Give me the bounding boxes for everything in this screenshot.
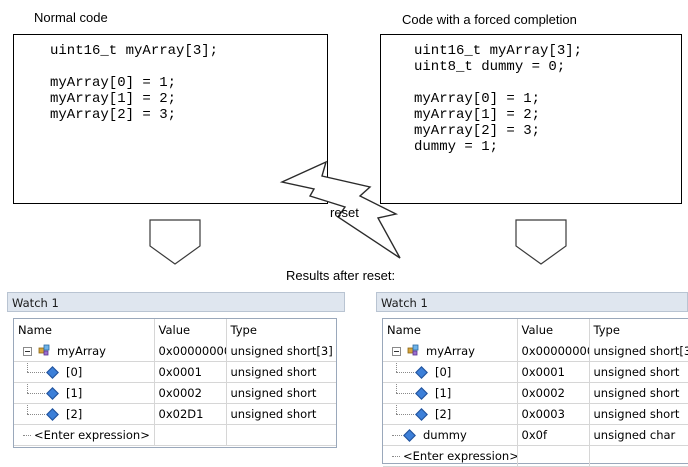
lightning-bolt-icon: [279, 160, 401, 259]
right-heading: Code with a forced completion: [402, 12, 577, 27]
column-header-name[interactable]: Name: [387, 323, 421, 337]
table-row[interactable]: <Enter expression>: [14, 424, 336, 446]
table-row[interactable]: [0] 0x0001 unsigned short: [14, 361, 336, 383]
watch-table: Name Value Type myArray 0x00000000 unsig…: [14, 319, 336, 446]
table-row[interactable]: [1] 0x0002 unsigned short: [14, 382, 336, 404]
watch-value[interactable]: 0x02D1: [153, 403, 226, 425]
watch-type: unsigned short: [225, 361, 336, 383]
column-header-type[interactable]: Type: [588, 319, 688, 341]
table-row[interactable]: myArray 0x00000000 unsigned short[3]: [383, 341, 688, 362]
watch-title-bar: Watch 1: [7, 292, 345, 312]
code-line: myArray[2] = 3;: [50, 107, 177, 123]
code-line: dummy = 1;: [414, 139, 499, 155]
watch-name: [2]: [66, 407, 83, 421]
column-header-value[interactable]: Value: [516, 319, 589, 341]
header-row: Name Value Type: [14, 319, 336, 341]
watch-type: unsigned short: [588, 403, 688, 425]
left-watch-window: Watch 1 Name Value Type myArray: [7, 292, 345, 448]
right-down-arrow-icon: [515, 219, 567, 265]
code-line: myArray[0] = 1;: [50, 75, 177, 91]
watch-name: myArray: [57, 344, 106, 358]
watch-name: [1]: [66, 386, 83, 400]
variable-diamond-icon: [415, 408, 428, 421]
watch-type: unsigned short: [225, 403, 336, 425]
watch-value[interactable]: 0x00000000: [516, 341, 589, 362]
variable-diamond-icon: [46, 366, 59, 379]
watch-value[interactable]: 0x0003: [516, 403, 589, 425]
collapse-toggle-icon[interactable]: [23, 347, 32, 356]
watch-value[interactable]: 0x0f: [516, 424, 589, 446]
table-row[interactable]: [0] 0x0001 unsigned short: [383, 361, 688, 383]
code-line: myArray[1] = 2;: [50, 91, 177, 107]
variable-diamond-icon: [415, 366, 428, 379]
watch-type: unsigned char: [588, 424, 688, 446]
code-line: myArray[0] = 1;: [414, 91, 541, 107]
watch-name: dummy: [423, 428, 467, 442]
watch-value[interactable]: 0x0001: [153, 361, 226, 383]
collapse-toggle-icon[interactable]: [392, 347, 401, 356]
watch-pane: Name Value Type myArray 0x00000000 unsig…: [13, 318, 337, 448]
left-down-arrow-icon: [149, 219, 201, 265]
watch-value[interactable]: 0x0002: [153, 382, 226, 404]
watch-value[interactable]: [153, 424, 226, 446]
right-watch-window: Watch 1 Name Value Type myArray: [376, 292, 688, 467]
header-row: Name Value Type: [383, 319, 688, 341]
right-code-box: uint16_t myArray[3]; uint8_t dummy = 0; …: [380, 34, 682, 204]
code-line: uint8_t dummy = 0;: [414, 59, 566, 75]
watch-name: [2]: [435, 407, 452, 421]
column-header-type[interactable]: Type: [225, 319, 336, 341]
watch-title-bar: Watch 1: [376, 292, 688, 312]
watch-type: [588, 445, 688, 467]
table-row[interactable]: myArray 0x00000000 unsigned short[3]: [14, 341, 336, 362]
reset-label: reset: [330, 205, 359, 220]
watch-name: myArray: [426, 344, 475, 358]
watch-type: unsigned short[3]: [225, 341, 336, 362]
watch-type: [225, 424, 336, 446]
watch-type: unsigned short: [588, 361, 688, 383]
watch-type: unsigned short: [588, 382, 688, 404]
watch-type: unsigned short: [225, 382, 336, 404]
table-row[interactable]: [1] 0x0002 unsigned short: [383, 382, 688, 404]
code-line: uint16_t myArray[3];: [414, 43, 583, 59]
watch-value[interactable]: 0x0002: [516, 382, 589, 404]
variable-diamond-icon: [403, 429, 416, 442]
table-row[interactable]: [2] 0x02D1 unsigned short: [14, 403, 336, 425]
table-row[interactable]: dummy 0x0f unsigned char: [383, 424, 688, 446]
watch-pane: Name Value Type myArray 0x00000000 unsig…: [382, 318, 688, 467]
variable-diamond-icon: [46, 387, 59, 400]
table-row[interactable]: <Enter expression>: [383, 445, 688, 467]
left-code-box: uint16_t myArray[3]; myArray[0] = 1; myA…: [13, 34, 328, 204]
code-line: myArray[2] = 3;: [414, 123, 541, 139]
results-label: Results after reset:: [286, 268, 396, 283]
enter-expression-field[interactable]: <Enter expression>: [34, 428, 150, 442]
watch-name: [0]: [435, 365, 452, 379]
struct-icon: [407, 344, 419, 356]
left-heading: Normal code: [34, 10, 108, 25]
struct-icon: [38, 344, 50, 356]
watch-name: [1]: [435, 386, 452, 400]
code-line: myArray[1] = 2;: [414, 107, 541, 123]
watch-value[interactable]: 0x00000000: [153, 341, 226, 362]
table-row[interactable]: [2] 0x0003 unsigned short: [383, 403, 688, 425]
watch-type: unsigned short[3]: [588, 341, 688, 362]
column-header-value[interactable]: Value: [153, 319, 226, 341]
variable-diamond-icon: [415, 387, 428, 400]
watch-value[interactable]: 0x0001: [516, 361, 589, 383]
watch-table: Name Value Type myArray 0x00000000 unsig…: [383, 319, 688, 467]
column-header-name[interactable]: Name: [18, 323, 52, 337]
code-line: uint16_t myArray[3];: [50, 43, 219, 59]
watch-value[interactable]: [516, 445, 589, 467]
watch-name: [0]: [66, 365, 83, 379]
variable-diamond-icon: [46, 408, 59, 421]
enter-expression-field[interactable]: <Enter expression>: [403, 449, 517, 463]
